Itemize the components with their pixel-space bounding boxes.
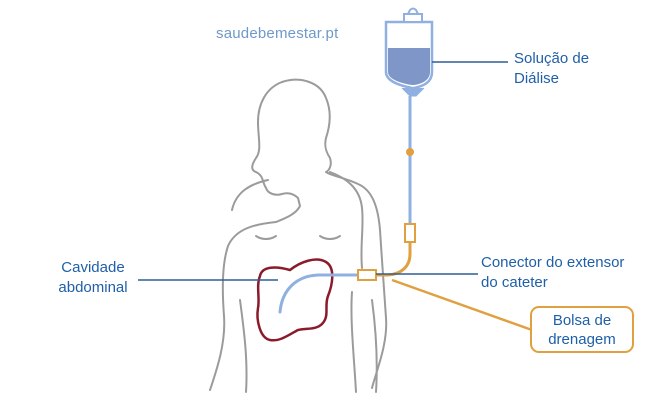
outflow-curve bbox=[376, 242, 412, 277]
catheter-connector-label: Conector do extensor do cateter bbox=[481, 253, 624, 293]
solution-label-line1: Solução de bbox=[514, 50, 590, 67]
catheter-tube bbox=[278, 273, 362, 314]
dialysis-bag bbox=[384, 7, 434, 97]
bag-label-line1: Bolsa de bbox=[552, 311, 612, 329]
clamp-dot bbox=[406, 148, 414, 156]
cavity-label-line1: Cavidade bbox=[61, 259, 125, 276]
connector-label-line1: Conector do extensor bbox=[481, 254, 625, 271]
bag-label-line2: drenagem bbox=[548, 330, 616, 348]
dialysis-solution-label: Solução de Diálise bbox=[514, 49, 589, 89]
cavity-label-line2: abdominal bbox=[58, 279, 128, 296]
connector-label-line2: do cateter bbox=[481, 274, 548, 291]
abdominal-cavity-shape bbox=[256, 258, 334, 342]
solution-label-line2: Diálise bbox=[514, 70, 560, 87]
tube-connector bbox=[404, 223, 416, 243]
human-body-outline bbox=[209, 78, 388, 393]
drainage-bag-label-box: Bolsa de drenagem bbox=[530, 306, 634, 353]
bag-leader bbox=[391, 278, 533, 332]
watermark: saudebemestar.pt bbox=[216, 25, 339, 42]
abdominal-cavity-label: Cavidade abdominal bbox=[38, 258, 148, 298]
catheter-connector bbox=[357, 269, 377, 281]
